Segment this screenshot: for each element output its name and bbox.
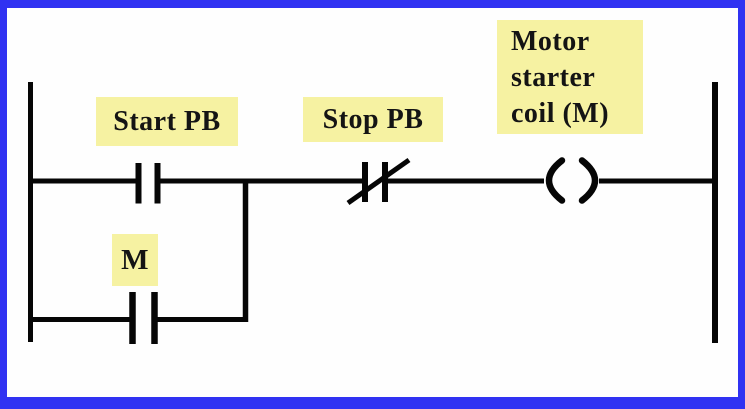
start-pb-label: Start PB [96,97,238,146]
start-pb-normally-open-contact-icon [135,163,161,204]
motor-starter-coil-label: Motor starter coil (M) [497,20,643,134]
stop-pb-label: Stop PB [303,97,443,142]
motor-starter-coil-icon [545,157,599,204]
seal-in-contact-label: M [112,234,158,286]
seal-in-normally-open-contact-icon [129,292,158,344]
